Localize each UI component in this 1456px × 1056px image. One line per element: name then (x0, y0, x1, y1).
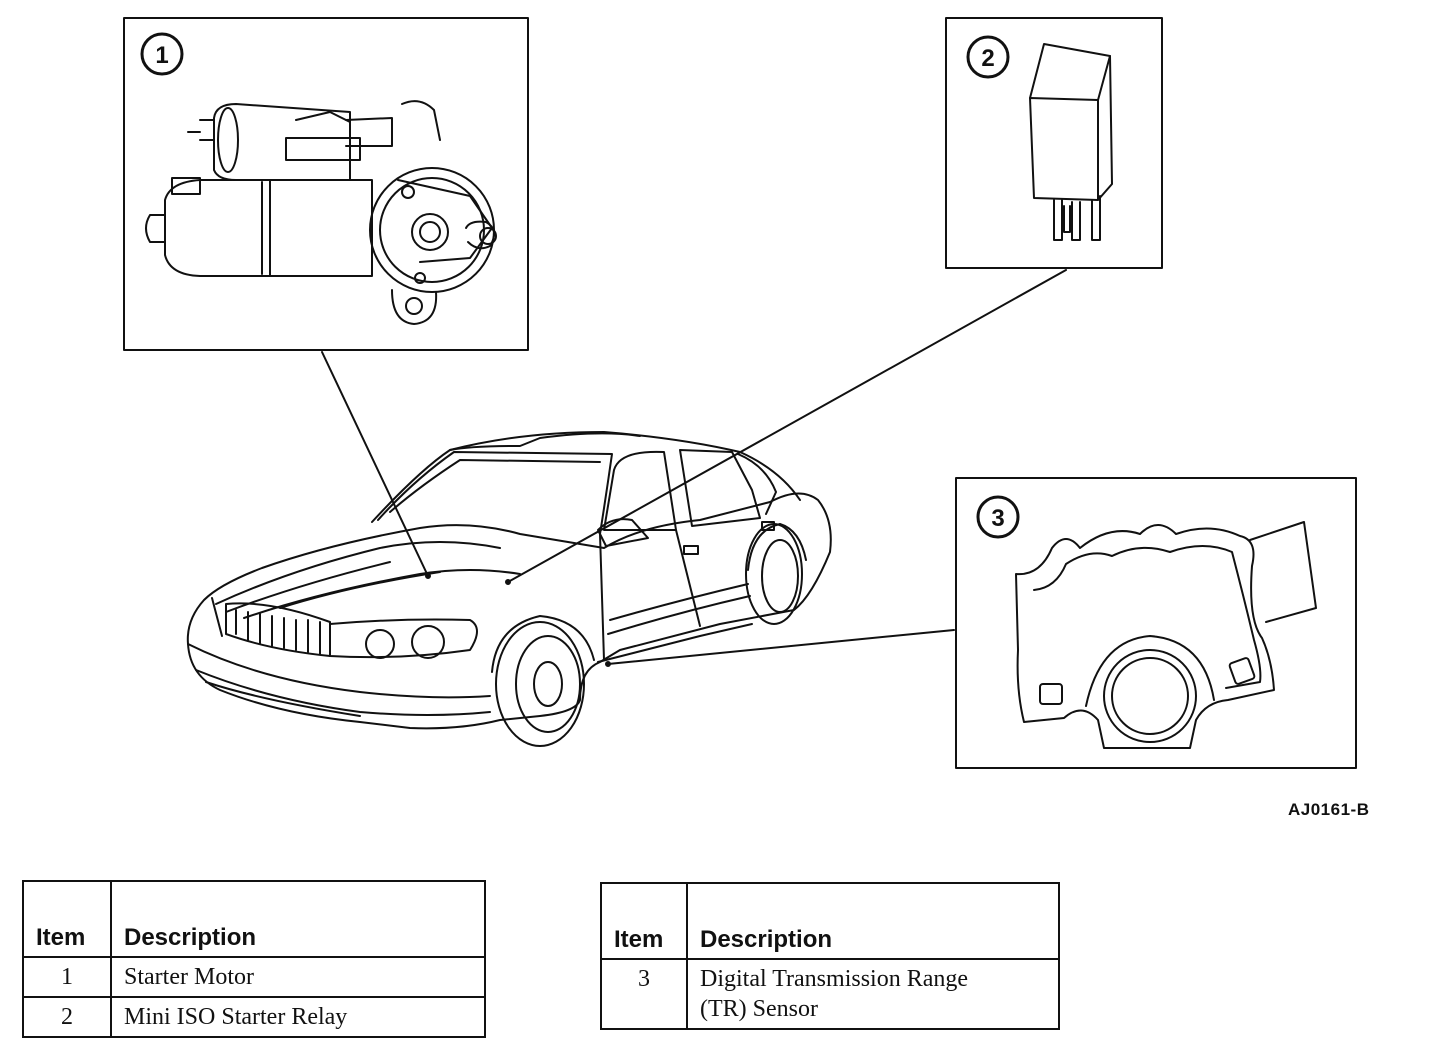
figure-code: AJ0161-B (1288, 800, 1370, 819)
callout-box-1 (123, 17, 529, 351)
item-number: 2 (23, 997, 111, 1038)
item-description-line-1: Digital Transmission Range (700, 966, 969, 992)
legend-table-right: Item Description 3 Digital Transmission … (600, 882, 1060, 1030)
callout-badge-3: 3 (976, 495, 1020, 539)
column-header-description: Description (110, 881, 485, 958)
callout-number-2: 2 (981, 45, 994, 72)
column-header-item: Item (23, 881, 111, 958)
relay-icon (1029, 43, 1113, 241)
callout-box-3 (955, 477, 1357, 769)
callout-badge-2: 2 (966, 35, 1010, 79)
item-number: 3 (601, 959, 687, 1030)
leader-line-3 (607, 629, 955, 665)
item-description: Digital Transmission Range (TR) Sensor (686, 959, 1059, 1030)
item-description: Starter Motor (110, 957, 485, 998)
callout-box-2 (945, 17, 1163, 269)
legend-table-left: Item Description 1 Starter Motor 2 Mini … (22, 880, 486, 1038)
column-header-item: Item (601, 883, 687, 960)
table-row: 2 Mini ISO Starter Relay (23, 997, 485, 1038)
tr-sensor-icon (1015, 521, 1317, 749)
callout-number-3: 3 (991, 505, 1004, 532)
table-row: 1 Starter Motor (23, 957, 485, 998)
callout-badge-1: 1 (140, 32, 184, 76)
legend-header-row: Item Description (601, 883, 1059, 960)
table-row: 3 Digital Transmission Range (TR) Sensor (601, 959, 1059, 1030)
leader-line-2 (507, 269, 1067, 583)
callout-number-1: 1 (155, 42, 168, 69)
column-header-description: Description (686, 883, 1059, 960)
leader-line-1 (321, 351, 429, 577)
sedan-car-icon (186, 431, 832, 747)
starter-motor-icon (145, 100, 497, 325)
item-description-line-2: (TR) Sensor (700, 996, 818, 1022)
item-description: Mini ISO Starter Relay (110, 997, 485, 1038)
item-number: 1 (23, 957, 111, 998)
legend-header-row: Item Description (23, 881, 485, 958)
